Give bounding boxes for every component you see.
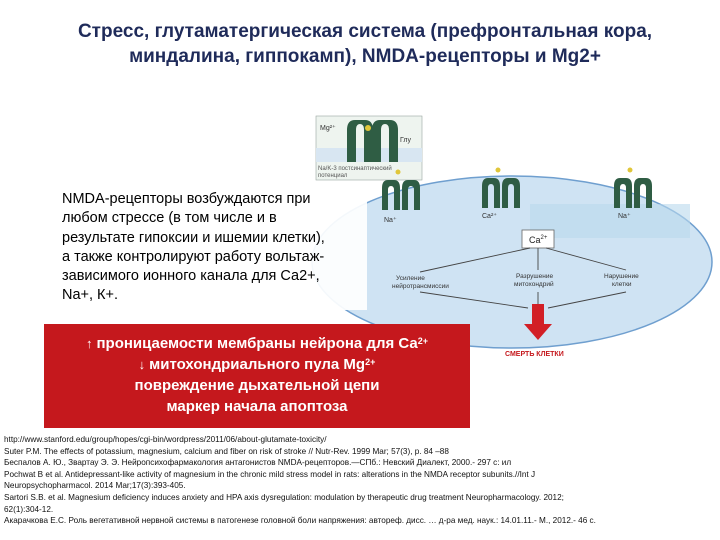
down-arrow-icon: ↓ [138,357,146,372]
reference-item: Pochwat B et al. Antidepressant-like act… [4,469,536,479]
receptor-icon-2 [402,180,420,210]
outcome-right-2: клетки [612,281,632,288]
effect-apoptosis-marker: маркер начала апоптоза [166,398,348,415]
outcome-middle-1: Разрушение [516,273,553,280]
reference-item: 62(1):304-12. [4,504,54,514]
membrane-receptors [382,178,652,210]
effect-permeability: ↑проницаемости мембраны нейрона для Са2+ [85,335,429,352]
inset-caption-2: потенциал [318,173,348,179]
effect-respiratory-chain: повреждение дыхательной цепи [134,377,380,394]
outcome-right-1: Нарушение [604,273,639,280]
cell-death-arrow-icon [524,304,552,340]
references-list: http://www.stanford.edu/group/hopes/cgi-… [4,434,716,527]
reference-item: Sartori S.B. et al. Magnesium deficiency… [4,492,564,502]
cell-death-label: СМЕРТЬ КЛЕТКИ [505,351,564,358]
reference-item: Suter P.M. The effects of potassium, mag… [4,446,449,456]
description-line: любом стрессе (в том числе и в [62,210,277,227]
reference-item[interactable]: http://www.stanford.edu/group/hopes/cgi-… [4,435,327,444]
receptor-icon-1 [382,180,400,210]
reference-item: Беспалов А. Ю., Звартау Э. Э. Нейропсихо… [4,458,512,468]
description-line: а также контролируют работу вольтаж- [62,248,325,265]
inset-glu-label: Глу [400,137,411,144]
ion-label-2: Ca²⁺ [482,212,497,220]
ion-label-3: Na⁺ [618,212,631,220]
inset-receptor-icon-2 [372,120,398,162]
ion-label-1: Na⁺ [384,216,397,224]
description-line: NMDA-рецепторы возбуждаются при [62,191,311,207]
receptor-inset: Mg²⁺ Глу Na/K-3 постсинаптический потенц… [315,115,423,181]
outcome-left-2: нейротрансмиссии [392,282,449,290]
up-arrow-icon: ↑ [85,336,93,351]
inset-caption-1: Na/K-3 постсинаптический [318,165,392,172]
receptor-icon-3 [482,178,500,208]
calcium-label: Ca2+ [529,235,548,245]
outcome-middle-2: митохондрий [514,280,554,288]
nmda-description: NMDA-рецепторы возбуждаются при любом ст… [58,188,367,310]
receptor-icon-5 [614,178,632,208]
effects-box: ↑проницаемости мембраны нейрона для Са2+… [44,324,470,428]
effect-mitochondrial-mg: ↓митохондриального пула Mg2+ [138,356,376,373]
description-line: результате гипоксии и ишемии клетки), [62,229,325,246]
inset-mg-label: Mg²⁺ [320,124,336,132]
receptor-icon-4 [502,178,520,208]
receptor-icon-6 [634,178,652,208]
description-line: Na+, К+. [62,287,119,304]
outcome-left-1: Усиление [396,275,425,282]
reference-item: Акарачкова Е.С. Роль вегетативной нервно… [4,516,596,526]
reference-item: Neuropsychopharmacol. 2014 Mar;17(3):393… [4,481,186,491]
nmda-receptor-diagram: Mg²⁺ Глу Na/K-3 постсинаптический потенц… [311,115,713,358]
slide-title: Стресс, глутаматергическая система (преф… [77,21,653,67]
description-line: зависимого ионного канала для Са2+, [62,268,320,285]
